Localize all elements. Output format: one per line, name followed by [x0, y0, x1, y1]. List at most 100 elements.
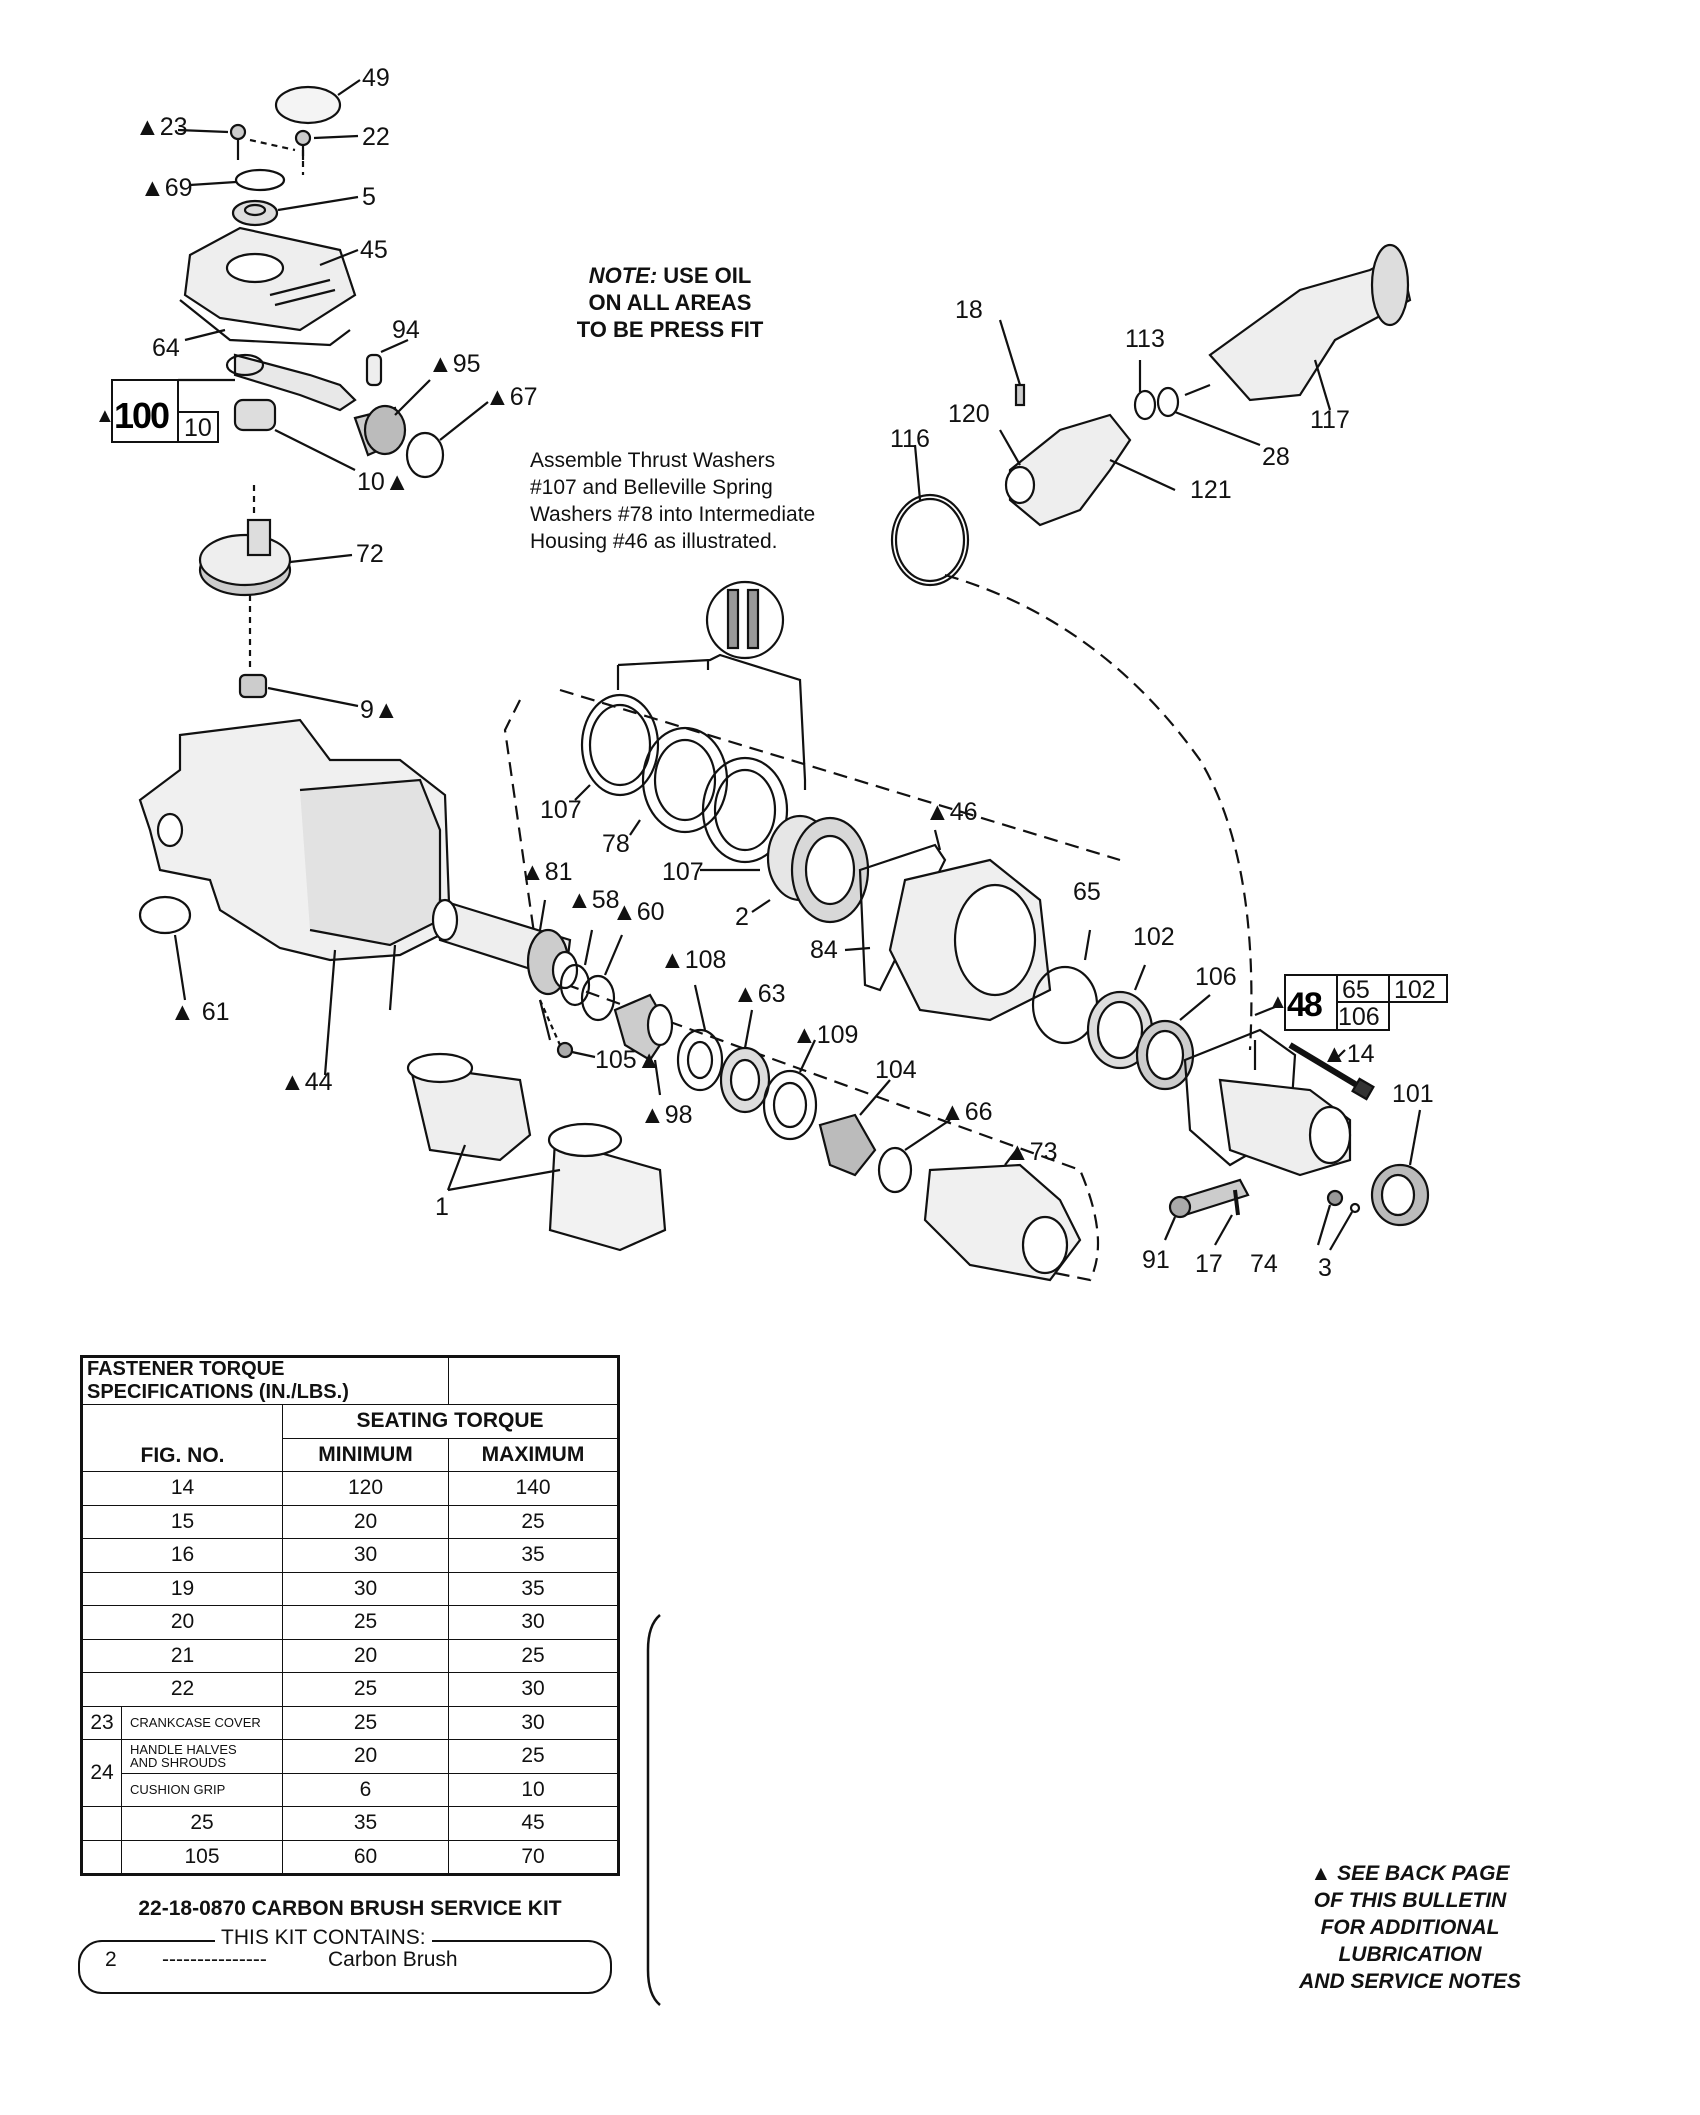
label-78: 78: [602, 830, 630, 858]
oil-note: NOTE: USE OIL ON ALL AREAS TO BE PRESS F…: [555, 262, 785, 343]
label-108: ▲108: [660, 946, 726, 974]
cap-49-drawing: [274, 79, 361, 125]
oil-note-prefix: NOTE:: [588, 263, 658, 288]
label-94: 94: [392, 316, 420, 344]
label-60: ▲60: [612, 898, 665, 926]
label-104: 104: [875, 1056, 917, 1084]
gear-case-44-drawing: [138, 718, 452, 1076]
label-14: ▲14: [1322, 1040, 1375, 1068]
washers-108-63-109-drawing: [676, 984, 818, 1141]
label-46: ▲46: [925, 798, 978, 826]
label-105: 105▲: [595, 1046, 661, 1074]
bearing-10-drawing: [233, 398, 356, 471]
side-handle-117-drawing: [1133, 243, 1412, 447]
assembly-note-line2: #107 and Belleville Spring: [530, 476, 773, 499]
label-5: 5: [362, 183, 376, 211]
label-109: ▲109: [792, 1021, 858, 1049]
col-maximum: MAXIMUM: [448, 1437, 619, 1472]
assembly-note-line1: Assemble Thrust Washers: [530, 449, 776, 472]
part-box-48: ▲ 48 65 102 106: [1268, 974, 1448, 1031]
label-10: 10▲: [357, 468, 410, 496]
label-66: ▲66: [940, 1098, 993, 1126]
kit-item: Carbon Brush: [328, 1948, 458, 1971]
bushing-2-drawing: [751, 814, 870, 924]
label-2: 2: [735, 903, 749, 931]
cylinder-73-drawing: [923, 1147, 1082, 1282]
intermediate-housing-46-drawing: [844, 829, 1052, 1022]
service-kit-legend: THIS KIT CONTAINS:: [215, 1926, 432, 1950]
col-fig-no: FIG. NO.: [81, 1404, 283, 1472]
label-64: 64: [152, 334, 180, 362]
box-48-item-102: 102: [1394, 976, 1436, 1004]
label-107a: 107: [540, 796, 582, 824]
label-121: 121: [1190, 476, 1232, 504]
handle-bracket-121-drawing: [998, 319, 1176, 527]
label-1: 1: [435, 1193, 449, 1221]
back-page-note: ▲ SEE BACK PAGE OF THIS BULLETIN FOR ADD…: [1299, 1862, 1521, 1993]
label-102: 102: [1133, 923, 1175, 951]
label-95: ▲95: [428, 350, 481, 378]
box-48-item-65: 65: [1342, 976, 1370, 1004]
box-100-number: 100: [114, 395, 169, 436]
torque-table-title: FASTENER TORQUE SPECIFICATIONS (IN./LBS.…: [81, 1356, 449, 1405]
bearing-9-drawing: [238, 673, 359, 708]
service-kit-title: 22-18-0870 CARBON BRUSH SERVICE KIT: [138, 1897, 562, 1920]
label-74: 74: [1250, 1250, 1278, 1278]
washers-107-78-drawing: [574, 693, 789, 872]
label-22: 22: [362, 123, 390, 151]
label-106: 106: [1195, 963, 1237, 991]
box-100-sub: 10: [184, 414, 212, 442]
label-67: ▲67: [485, 383, 538, 411]
box-48-item-106: 106: [1338, 1003, 1380, 1031]
label-45: 45: [360, 236, 388, 264]
o-ring-66-drawing: [877, 1119, 951, 1194]
svg-text:▲: ▲: [95, 405, 115, 427]
label-65: 65: [1073, 878, 1101, 906]
parts-91-17-74-3-drawing: [1163, 1178, 1361, 1251]
label-117: 117: [1310, 406, 1350, 434]
label-9: 9▲: [360, 696, 399, 724]
oil-note-line3: TO BE PRESS FIT: [576, 317, 764, 342]
label-98: ▲98: [640, 1101, 693, 1129]
label-63: ▲63: [733, 980, 786, 1008]
label-107b: 107: [662, 858, 704, 886]
lubrication-detail-drawing: [616, 580, 807, 790]
torque-spec-table: FASTENER TORQUE SPECIFICATIONS (IN./LBS.…: [80, 1355, 620, 1876]
label-116: 116: [890, 425, 930, 453]
label-28: 28: [1262, 443, 1290, 471]
label-69: ▲69: [140, 174, 193, 202]
label-84: 84: [810, 936, 838, 964]
screw-105-drawing: [538, 999, 596, 1059]
box-48-number: 48: [1287, 986, 1322, 1024]
label-81: ▲81: [520, 858, 573, 886]
label-72: 72: [356, 540, 384, 568]
screws-23-22-drawing: [177, 123, 359, 175]
bolt-14-drawing: [1288, 1042, 1375, 1101]
label-120: 120: [948, 400, 990, 428]
o-ring-61-drawing: [138, 895, 192, 1001]
label-3: 3: [1318, 1254, 1332, 1282]
label-101: 101: [1392, 1080, 1434, 1108]
kit-dashes: ---------------: [162, 1948, 267, 1971]
front-housing-48-drawing: [1183, 1003, 1352, 1177]
label-113: 113: [1125, 325, 1165, 353]
svg-text:▲: ▲: [1268, 991, 1288, 1013]
label-18: 18: [955, 296, 983, 324]
o-rings-65-102-106-drawing: [1031, 929, 1211, 1091]
kit-qty: 2: [105, 1948, 117, 1971]
label-49: 49: [362, 64, 390, 92]
oil-note-line2: ON ALL AREAS: [588, 290, 752, 315]
assembly-note: Assemble Thrust Washers #107 and Bellevi…: [530, 447, 815, 555]
gear-72-drawing: [198, 485, 353, 670]
exploded-parts-diagram: 49 ▲23 22 ▲69 5 45 64 94 ▲95 ▲67 10▲ 72 …: [95, 64, 1448, 1282]
label-17: 17: [1195, 1250, 1223, 1278]
chuck-101-drawing: [1370, 1109, 1430, 1227]
